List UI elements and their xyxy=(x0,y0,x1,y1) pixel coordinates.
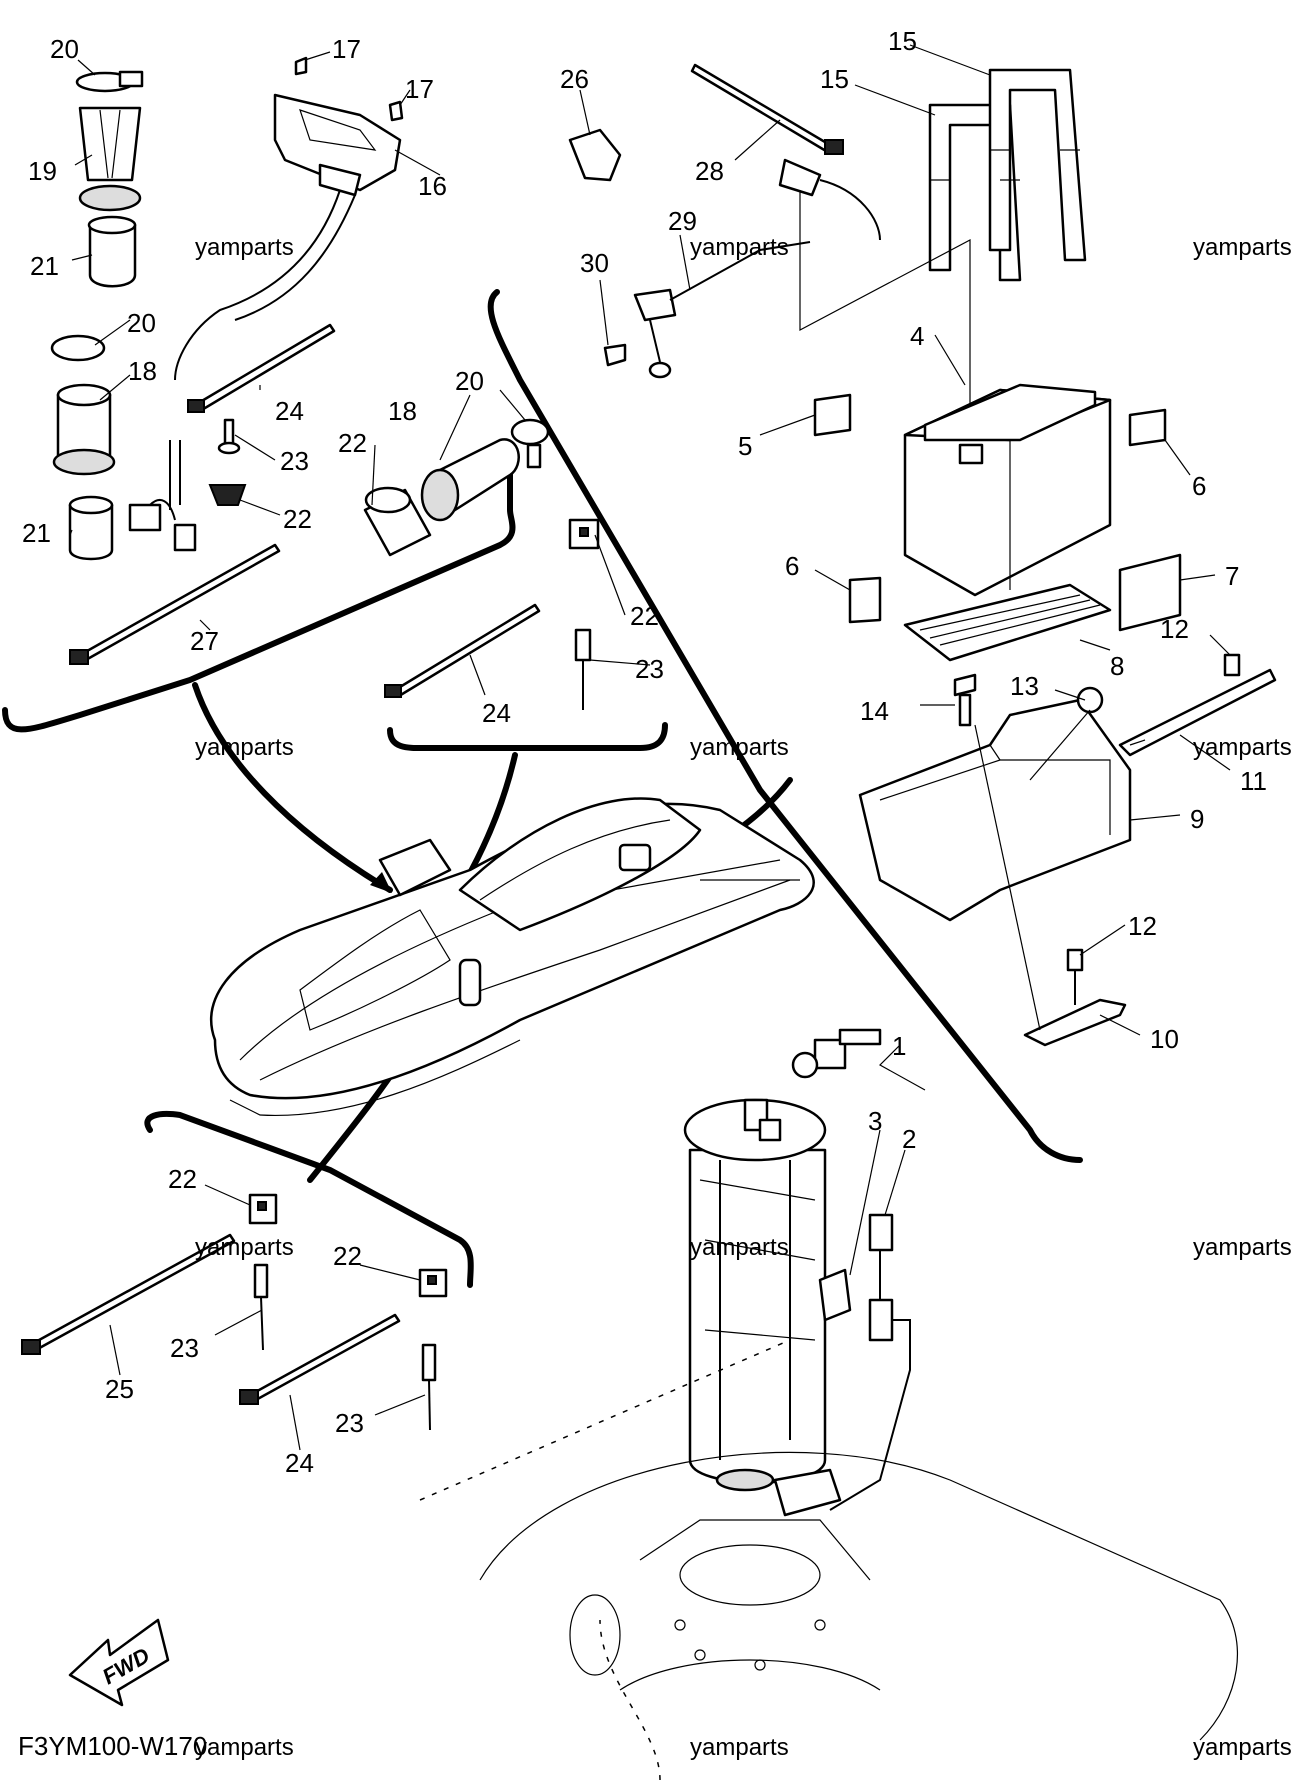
callout-23: 23 xyxy=(335,1408,364,1438)
callout-leaders xyxy=(69,44,1231,1451)
callout-25: 25 xyxy=(105,1374,134,1404)
watermark-text: yamparts xyxy=(690,234,789,261)
callout-23: 23 xyxy=(280,446,309,476)
watermark-text: yamparts xyxy=(195,734,294,761)
callout-9: 9 xyxy=(1190,804,1204,834)
watermark-text: yamparts xyxy=(195,1234,294,1261)
watermark-text: yamparts xyxy=(1193,234,1292,261)
callout-6: 6 xyxy=(785,551,799,581)
callout-1: 1 xyxy=(892,1031,906,1061)
callout-24: 24 xyxy=(482,698,511,728)
callout-21: 21 xyxy=(22,518,51,548)
callout-18: 18 xyxy=(388,396,417,426)
callout-14: 14 xyxy=(860,696,889,726)
callout-4: 4 xyxy=(910,321,924,351)
callout-20: 20 xyxy=(50,34,79,64)
fuel-pump-area xyxy=(419,1028,1239,1781)
callout-24: 24 xyxy=(285,1448,314,1478)
callout-22: 22 xyxy=(630,601,659,631)
watermark-text: yamparts xyxy=(690,1234,789,1261)
callout-8: 8 xyxy=(1110,651,1124,681)
callout-13: 13 xyxy=(1010,671,1039,701)
top-left-parts xyxy=(50,56,404,665)
bottom-left-parts xyxy=(21,1193,448,1431)
watermark-text: yamparts xyxy=(690,734,789,761)
callout-23: 23 xyxy=(635,654,664,684)
callout-labels: 20 19 21 20 18 21 17 17 16 24 23 22 27 2… xyxy=(22,26,1267,1478)
top-right-upper-parts xyxy=(568,63,1087,440)
callout-19: 19 xyxy=(28,156,57,186)
callout-10: 10 xyxy=(1150,1024,1179,1054)
callout-22: 22 xyxy=(283,504,312,534)
callout-6: 6 xyxy=(1192,471,1206,501)
callout-15: 15 xyxy=(820,64,849,94)
callout-16: 16 xyxy=(418,171,447,201)
callout-26: 26 xyxy=(560,64,589,94)
watermarks: yamparts yamparts yamparts yamparts yamp… xyxy=(195,234,1292,1761)
callout-27: 27 xyxy=(190,626,219,656)
watercraft-outline xyxy=(210,797,815,1117)
callout-28: 28 xyxy=(695,156,724,186)
callout-23: 23 xyxy=(170,1333,199,1363)
watermark-text: yamparts xyxy=(1193,734,1292,761)
callout-7: 7 xyxy=(1225,561,1239,591)
callout-3: 3 xyxy=(868,1106,882,1136)
watermark-text: yamparts xyxy=(195,1734,294,1761)
callout-21: 21 xyxy=(30,251,59,281)
callout-24: 24 xyxy=(275,396,304,426)
callout-5: 5 xyxy=(738,431,752,461)
callout-30: 30 xyxy=(580,248,609,278)
callout-20: 20 xyxy=(127,308,156,338)
callout-21: 22 xyxy=(338,428,367,458)
callout-17: 17 xyxy=(332,34,361,64)
callout-18: 18 xyxy=(128,356,157,386)
watermark-text: yamparts xyxy=(1193,1734,1292,1761)
diagram-code: F3YM100-W170 xyxy=(18,1731,207,1761)
watermark-text: yamparts xyxy=(195,234,294,261)
callout-29: 29 xyxy=(668,206,697,236)
fwd-arrow: FWD xyxy=(68,1618,170,1707)
callout-15: 15 xyxy=(888,26,917,56)
callout-2: 2 xyxy=(902,1124,916,1154)
watermark-text: yamparts xyxy=(690,1734,789,1761)
callout-22: 22 xyxy=(168,1164,197,1194)
callout-17: 17 xyxy=(405,74,434,104)
callout-22: 22 xyxy=(333,1241,362,1271)
battery-area xyxy=(813,383,1277,1047)
watermark-text: yamparts xyxy=(1193,1234,1292,1261)
callout-12: 12 xyxy=(1160,614,1189,644)
callout-11: 11 xyxy=(1240,766,1267,796)
upper-middle-parts xyxy=(363,418,600,710)
callout-12: 12 xyxy=(1128,911,1157,941)
callout-20: 20 xyxy=(455,366,484,396)
